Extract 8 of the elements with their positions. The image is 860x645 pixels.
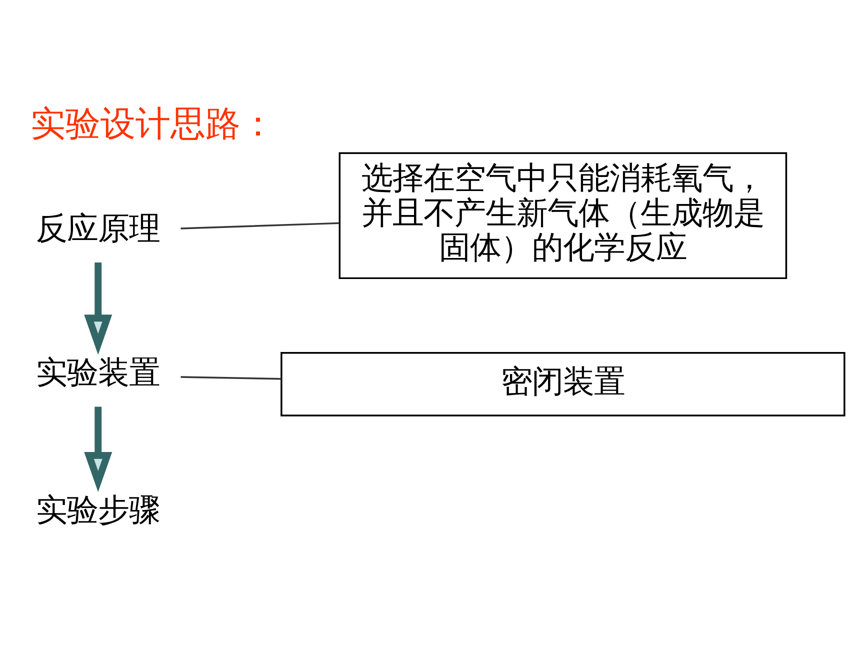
node-text: 反应原理 (36, 210, 160, 247)
node-box: 选择在空气中只能消耗氧气，并且不产生新气体（生成物是固体）的化学反应 (338, 152, 788, 280)
node-text: 实验装置 (36, 355, 160, 392)
node-box: 密闭装置 (280, 352, 846, 416)
diagram-title: 实验设计思路： (30, 104, 276, 145)
connector (180, 376, 282, 380)
node-text: 实验步骤 (36, 492, 160, 528)
connector (180, 222, 340, 230)
